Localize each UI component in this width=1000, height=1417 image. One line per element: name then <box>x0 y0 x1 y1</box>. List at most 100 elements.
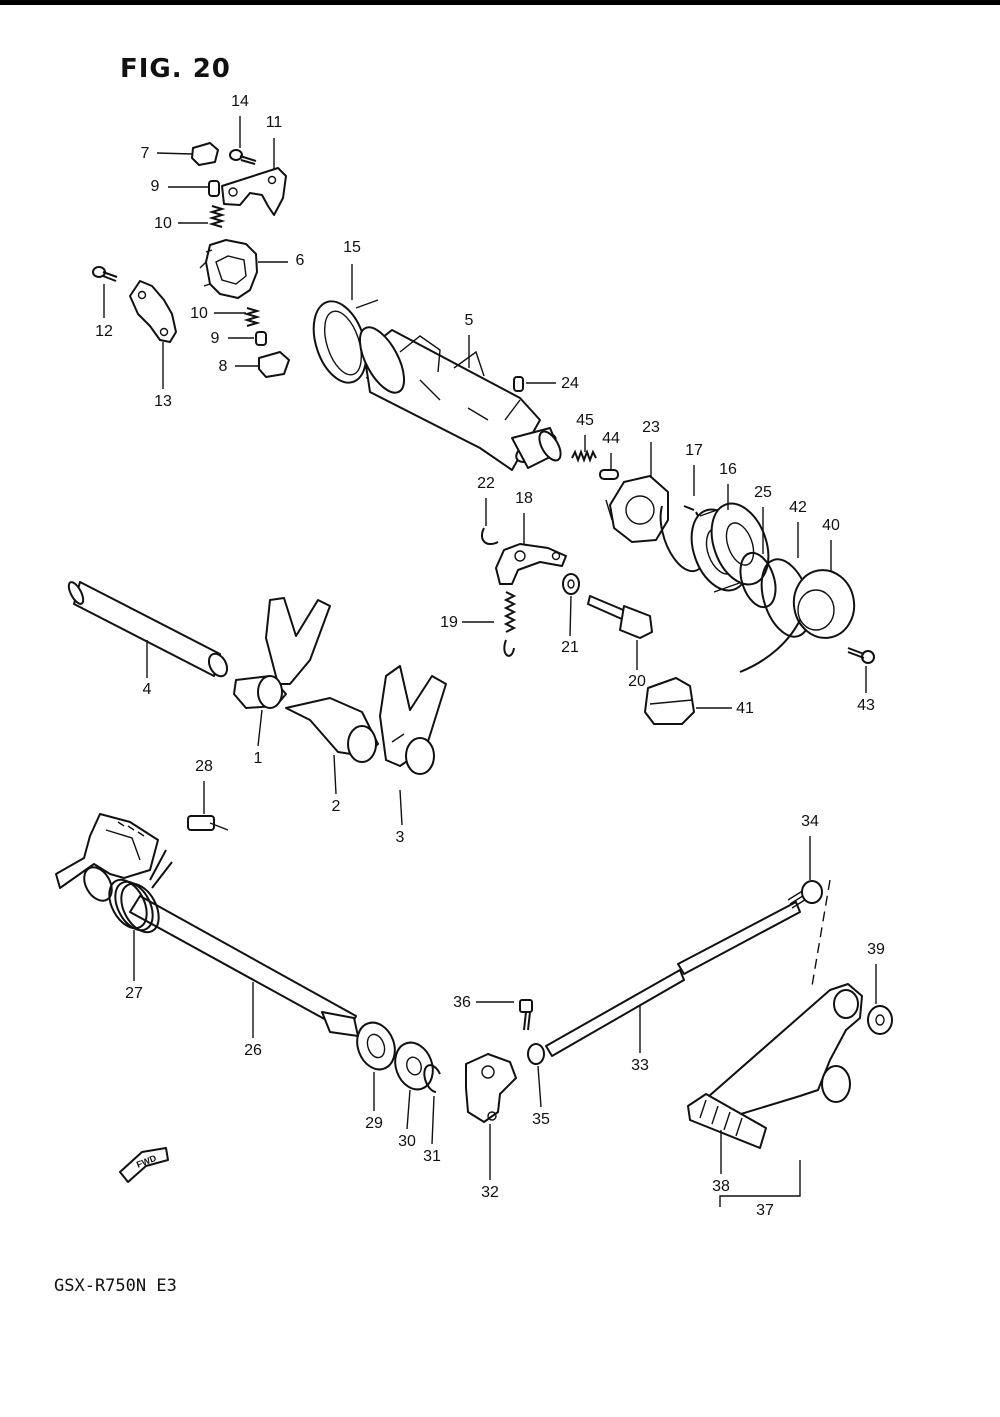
part-28-screw <box>187 815 229 831</box>
callout-number-13: 13 <box>154 393 172 410</box>
part-39-washer <box>867 1005 893 1035</box>
part-41-grommet <box>644 677 695 725</box>
callout-number-9: 9 <box>211 330 220 347</box>
part-26-gearshift-shaft <box>129 895 359 1037</box>
callout-number-30: 30 <box>398 1133 416 1150</box>
callout-number-29: 29 <box>365 1115 383 1132</box>
callout-number-25: 25 <box>754 484 772 501</box>
part-18-shift-arm <box>495 543 567 585</box>
callout-number-7: 7 <box>141 145 150 162</box>
part-27-return-spring <box>108 849 173 934</box>
callout-number-20: 20 <box>628 673 646 690</box>
part-19-spring <box>503 591 517 657</box>
callout-leader-line <box>333 754 337 795</box>
part-44-pin <box>599 469 619 480</box>
callout-number-40: 40 <box>822 517 840 534</box>
callout-number-15: 15 <box>343 239 361 256</box>
callout-number-42: 42 <box>789 499 807 516</box>
figure-title: FIG. 20 <box>120 54 231 84</box>
callout-number-36: 36 <box>453 994 471 1011</box>
callout-leader-line <box>257 709 263 747</box>
part-9-pin-upper <box>208 180 220 197</box>
callout-number-12: 12 <box>95 323 113 340</box>
part-10-spring-upper <box>208 205 226 228</box>
callout-number-32: 32 <box>481 1184 499 1201</box>
callout-number-23: 23 <box>642 419 660 436</box>
callout-number-2: 2 <box>332 798 341 815</box>
callout-number-11: 11 <box>266 114 283 131</box>
callout-number-22: 22 <box>477 475 495 492</box>
part-23-shift-cam-guide <box>605 475 669 543</box>
gearshift-shaft-arm <box>55 813 159 902</box>
callout-number-39: 39 <box>867 941 885 958</box>
callout-number-33: 33 <box>631 1057 649 1074</box>
part-20-bolt <box>587 595 653 639</box>
part-21-washer <box>562 573 580 595</box>
callout-number-14: 14 <box>231 93 249 110</box>
part-40-gear-position-switch <box>739 569 856 673</box>
part-33-gearshift-link-rod <box>545 889 809 1057</box>
part-31-e-ring <box>423 1064 441 1093</box>
callout-number-28: 28 <box>195 758 213 775</box>
part-43-screw <box>847 647 875 664</box>
callout-number-10: 10 <box>190 305 208 322</box>
callout-leader-line <box>406 1089 411 1130</box>
part-15-bearing <box>312 299 389 384</box>
callout-leader-line <box>537 1065 542 1108</box>
part-16-bearing <box>690 502 770 593</box>
callout-number-35: 35 <box>532 1111 550 1128</box>
part-13-stopper-plate <box>129 280 177 343</box>
callout-number-45: 45 <box>576 412 594 429</box>
callout-number-43: 43 <box>857 697 875 714</box>
part-45-spring <box>571 449 597 463</box>
callout-layer: 1234567899101011121314151617181920212223… <box>95 93 885 1219</box>
part-2-shift-fork <box>285 697 379 763</box>
part-29-oil-seal <box>356 1021 396 1071</box>
callout-number-31: 31 <box>423 1148 441 1165</box>
part-37-gearshift-lever <box>699 983 863 1125</box>
part-30-washer <box>394 1041 434 1091</box>
callout-leader-line <box>569 595 572 637</box>
callout-number-17: 17 <box>685 442 703 459</box>
callout-number-4: 4 <box>143 681 152 698</box>
callout-leader-line <box>399 789 403 826</box>
callout-number-5: 5 <box>465 312 474 329</box>
part-36-bolt <box>519 999 533 1031</box>
forward-direction-arrow <box>119 1147 169 1183</box>
callout-number-44: 44 <box>602 430 620 447</box>
callout-number-41: 41 <box>736 700 754 717</box>
part-34-nut <box>801 880 823 904</box>
callout-number-9: 9 <box>151 178 160 195</box>
callout-number-16: 16 <box>719 461 737 478</box>
part-7-stopper-cap <box>191 142 219 166</box>
callout-leader-line <box>431 1095 435 1145</box>
alignment-dash-line <box>811 879 831 987</box>
part-12-screw <box>92 266 118 282</box>
part-8-stopper-cap <box>258 351 290 378</box>
callout-number-3: 3 <box>396 829 405 846</box>
model-code: GSX-R750N E3 <box>54 1276 177 1296</box>
callout-number-34: 34 <box>801 813 819 830</box>
callout-number-21: 21 <box>561 639 579 656</box>
top-border <box>0 0 1000 5</box>
part-14-screw <box>229 149 257 165</box>
part-24-pin <box>513 376 524 392</box>
part-11-stopper-plate <box>221 167 287 216</box>
part-35-nut <box>527 1043 545 1065</box>
part-6-cam-driven-gear <box>199 239 258 299</box>
part-9-pin-lower <box>255 331 267 346</box>
callout-number-24: 24 <box>561 375 579 392</box>
callout-leader-line <box>156 152 193 155</box>
callout-number-18: 18 <box>515 490 533 507</box>
part-3-shift-fork <box>379 665 447 775</box>
callout-number-27: 27 <box>125 985 143 1002</box>
callout-number-19: 19 <box>440 614 458 631</box>
callout-number-26: 26 <box>244 1042 262 1059</box>
part-5-gearshift-cam <box>358 326 562 471</box>
callout-number-8: 8 <box>219 358 228 375</box>
part-22-clip <box>480 527 499 546</box>
callout-number-38: 38 <box>712 1178 730 1195</box>
callout-number-6: 6 <box>296 252 305 269</box>
part-10-spring-lower <box>243 307 261 327</box>
